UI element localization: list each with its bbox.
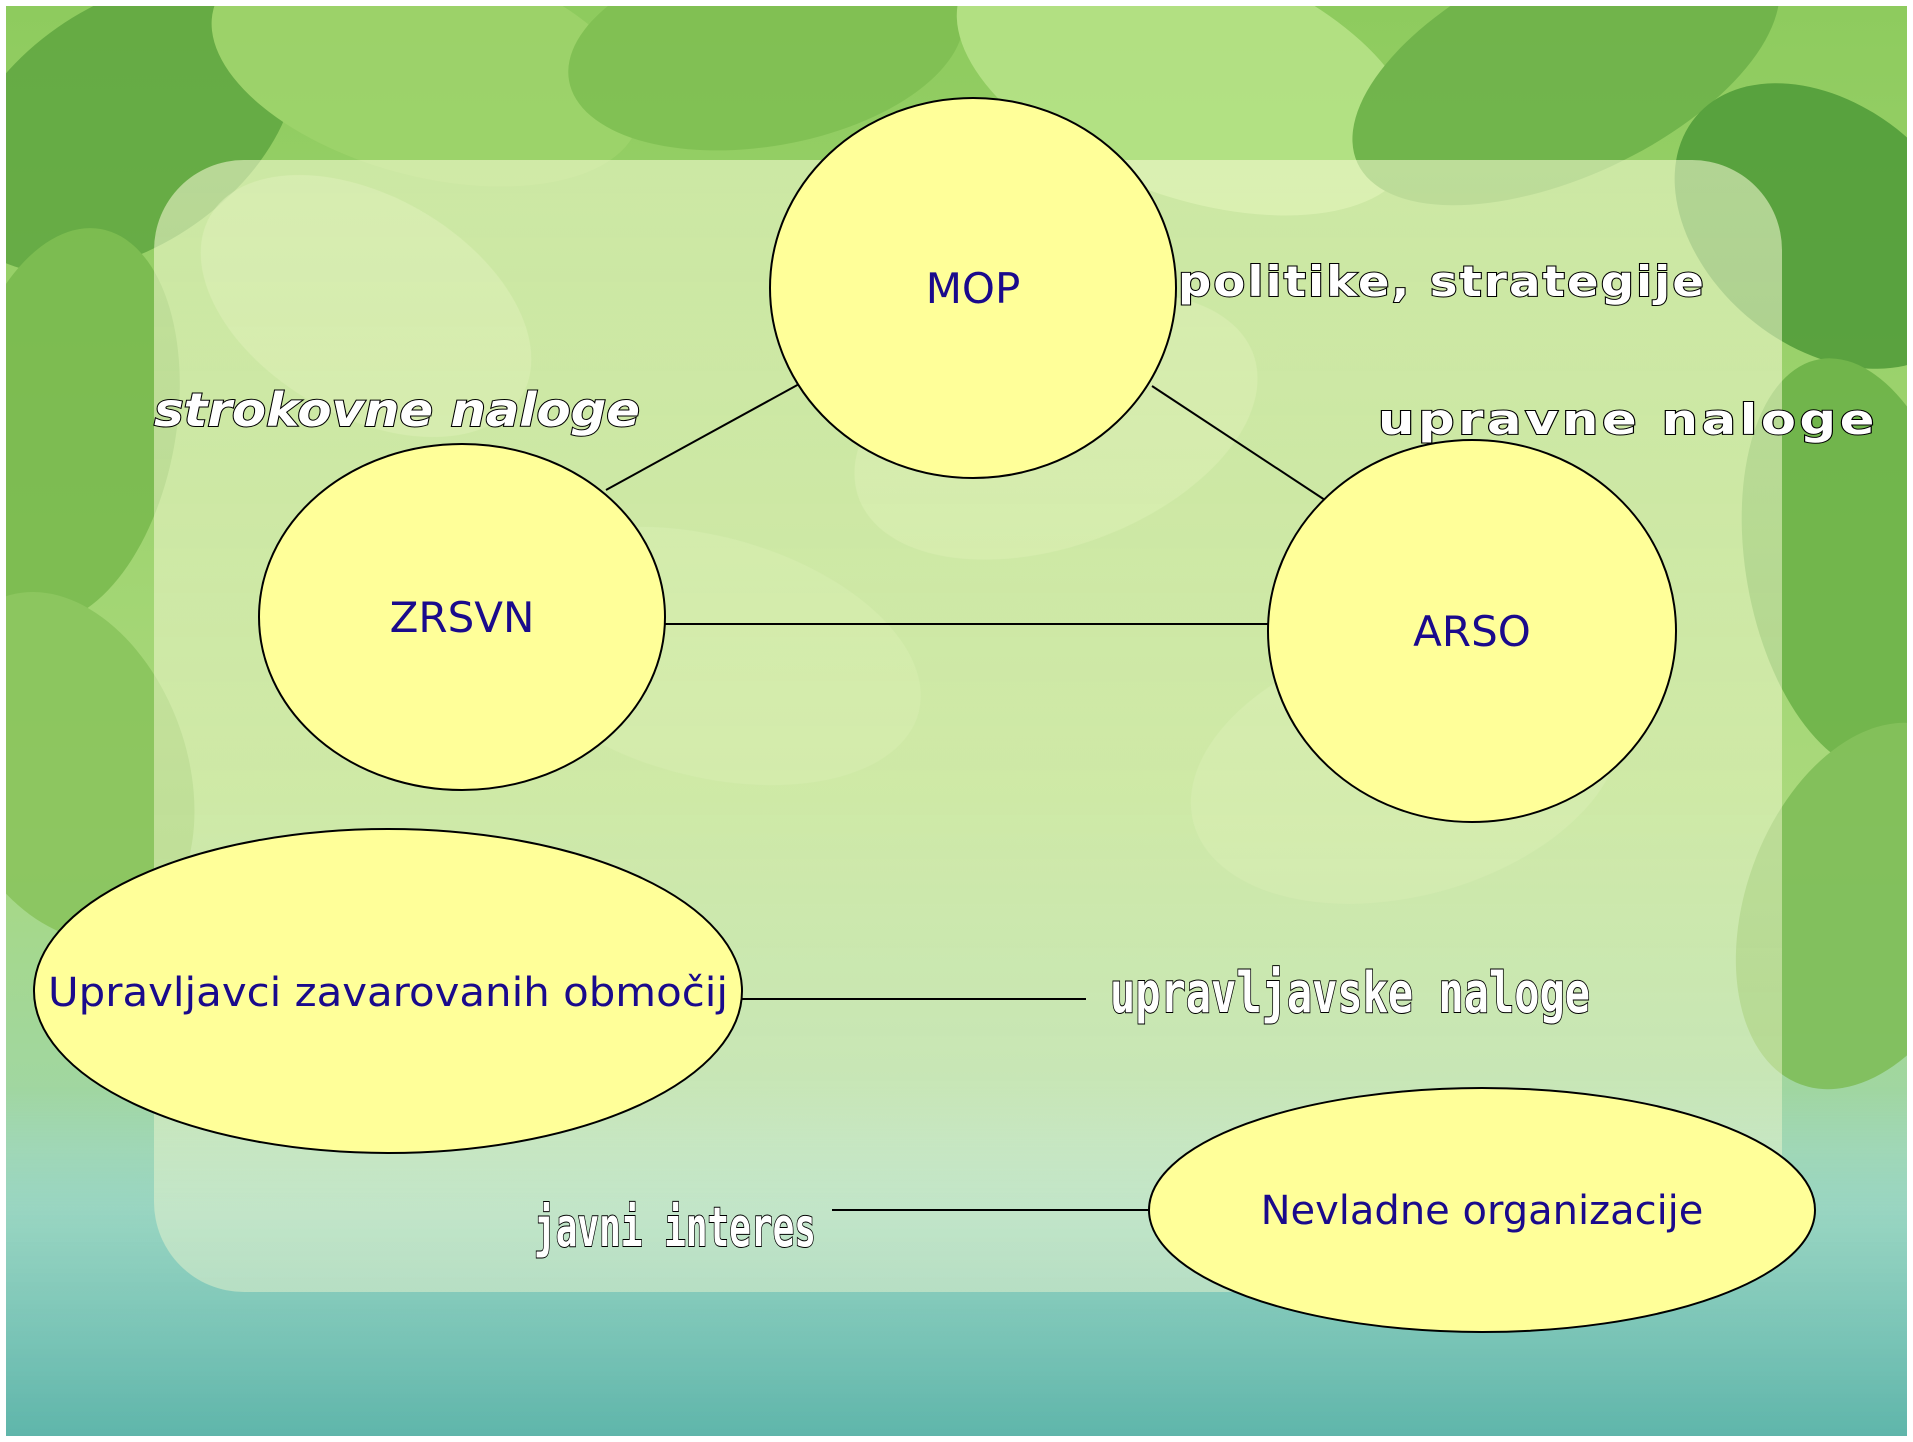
label-strokovne: strokovne naloge (154, 383, 640, 437)
node-mop-label: MOP (926, 264, 1021, 313)
label-upravljavske: upravljavske naloge (1110, 961, 1590, 1026)
node-mop-shape (769, 97, 1177, 479)
node-upravljavci: Upravljavci zavarovanih območij (33, 828, 743, 1154)
node-zrsvn: ZRSVN (258, 443, 666, 791)
connector-mop-arso (1151, 385, 1329, 503)
connectors (605, 382, 1329, 1211)
label-upravne: upravne naloge (1378, 395, 1878, 444)
outlined-labels: politike, strategije strokovne naloge up… (153, 256, 1878, 1260)
node-arso: ARSO (1267, 439, 1677, 823)
label-javni: javni interes (534, 1196, 816, 1259)
node-nevladne-shape (1148, 1087, 1816, 1333)
label-politike: politike, strategije (1178, 257, 1706, 306)
node-nevladne: Nevladne organizacije (1148, 1087, 1816, 1333)
node-zrsvn-label: ZRSVN (390, 593, 535, 642)
node-nevladne-label: Nevladne organizacije (1261, 1188, 1704, 1234)
node-zrsvn-shape (258, 443, 666, 791)
node-arso-shape (1267, 439, 1677, 823)
connector-mop-zrsvn (605, 382, 802, 491)
diagram-canvas: MOP ZRSVN ARSO Upravljavci zavarovanih o… (6, 6, 1907, 1436)
slide: MOP ZRSVN ARSO Upravljavci zavarovanih o… (6, 6, 1907, 1436)
node-mop: MOP (769, 97, 1177, 479)
node-upravljavci-shape (33, 828, 743, 1154)
node-arso-label: ARSO (1413, 607, 1531, 656)
node-upravljavci-label: Upravljavci zavarovanih območij (48, 970, 728, 1016)
